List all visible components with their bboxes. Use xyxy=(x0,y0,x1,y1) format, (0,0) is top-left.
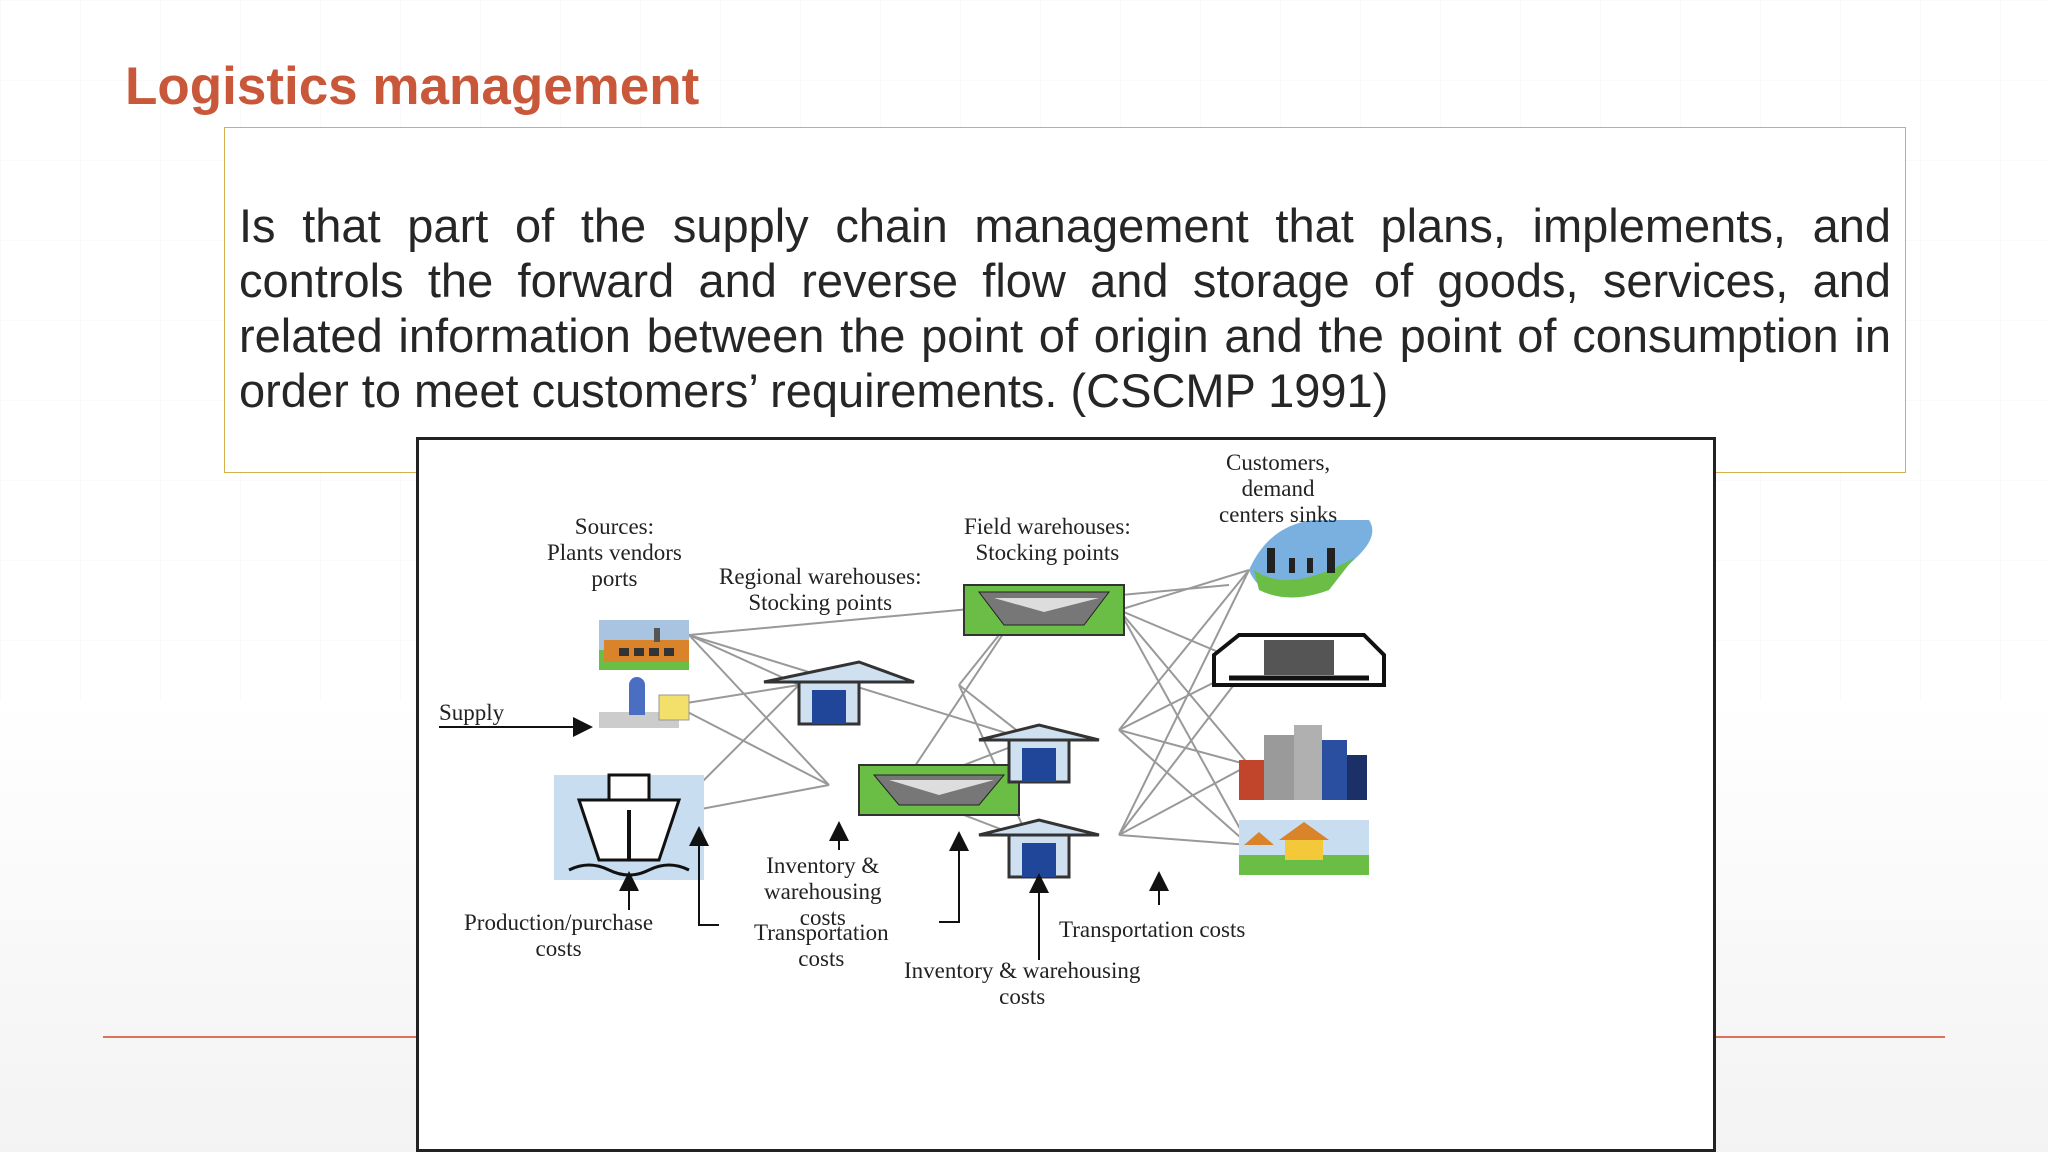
customers-label: Customers, demand centers sinks xyxy=(1219,450,1338,527)
inventory-costs-label-1: Inventory & warehousing costs xyxy=(764,853,882,930)
stadium-icon xyxy=(1212,633,1386,687)
regional-warehouses-label: Regional warehouses: Stocking points xyxy=(719,564,922,615)
supply-label: Supply xyxy=(439,700,505,725)
city-icon xyxy=(1239,725,1367,800)
supply-chain-diagram: Sources: Plants vendors ports Regional w… xyxy=(416,437,1716,1152)
field-warehouse-2-icon xyxy=(978,723,1100,784)
slide-title: Logistics management xyxy=(125,57,700,116)
field-warehouse-1-icon xyxy=(963,584,1125,636)
factory-icon xyxy=(599,620,689,670)
transportation-costs-label-1: Transportation costs xyxy=(754,920,889,971)
cost-arrows xyxy=(619,821,1169,960)
regional-warehouse-2-icon xyxy=(858,764,1020,816)
diagram-graphics xyxy=(439,520,1386,960)
sources-label: Sources: Plants vendors ports xyxy=(547,514,682,591)
regional-warehouse-1-icon xyxy=(763,660,915,726)
definition-text: Is that part of the supply chain managem… xyxy=(239,199,1891,417)
refinery-icon xyxy=(599,677,690,728)
field-warehouse-3-icon xyxy=(978,818,1100,879)
transportation-costs-label-2: Transportation costs xyxy=(1059,917,1246,942)
production-costs-label: Production/purchase costs xyxy=(464,910,654,961)
customers-icon xyxy=(1249,520,1373,598)
field-warehouses-label: Field warehouses: Stocking points xyxy=(964,514,1131,565)
ship-icon xyxy=(554,773,704,880)
definition-box: Is that part of the supply chain managem… xyxy=(224,127,1906,473)
houses-icon xyxy=(1239,820,1369,875)
inventory-costs-label-2: Inventory & warehousing costs xyxy=(904,958,1141,1009)
